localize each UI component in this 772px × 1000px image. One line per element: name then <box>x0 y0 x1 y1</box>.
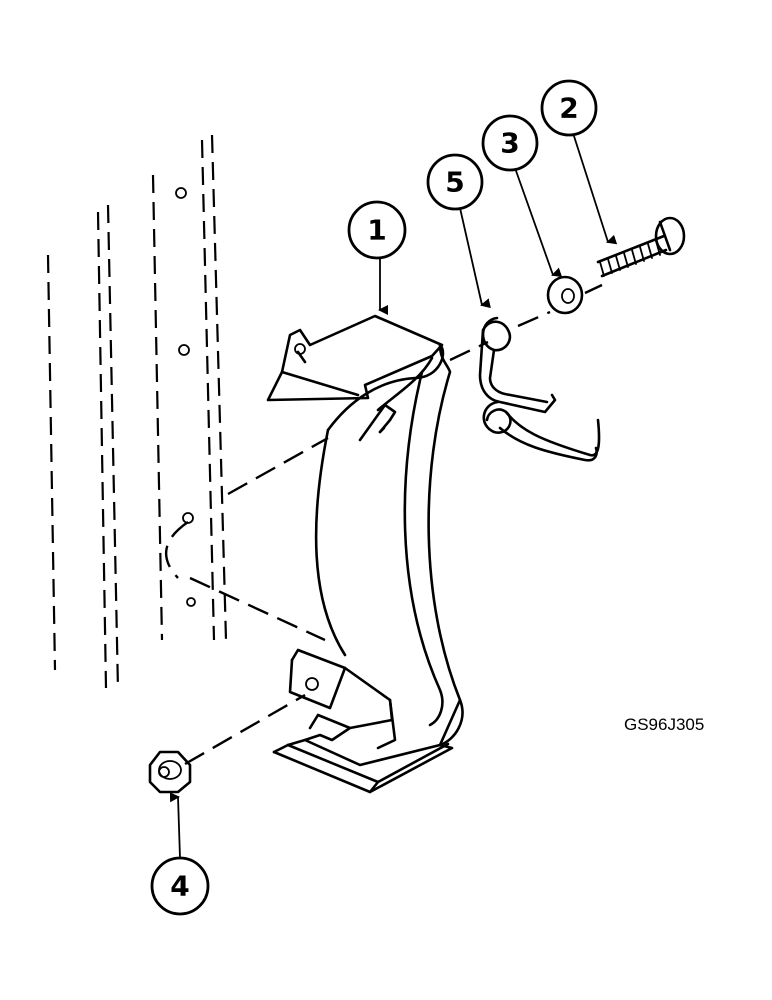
callout-3: 3 <box>481 114 539 172</box>
callout-4: 4 <box>150 856 210 916</box>
screw-part-2 <box>596 216 686 278</box>
callout-arrows <box>169 132 618 859</box>
mounting-surface <box>46 134 228 691</box>
mounting-holes <box>175 187 196 607</box>
callout-5-label: 5 <box>445 166 464 199</box>
nut-part-4 <box>148 750 192 794</box>
callout-2: 2 <box>540 79 598 137</box>
callout-3-label: 3 <box>500 127 519 160</box>
callout-4-label: 4 <box>170 870 189 903</box>
bracket-part-1 <box>266 314 464 794</box>
callout-5: 5 <box>426 153 484 211</box>
leader-lines <box>184 283 603 766</box>
callout-1: 1 <box>347 200 407 260</box>
surface-curve <box>164 521 189 579</box>
callout-1-label: 1 <box>367 214 386 247</box>
callout-2-label: 2 <box>559 92 578 125</box>
wire-clip-part-5 <box>478 316 601 462</box>
figure-code: GS96J305 <box>624 715 704 734</box>
washer-part-3 <box>546 275 584 315</box>
